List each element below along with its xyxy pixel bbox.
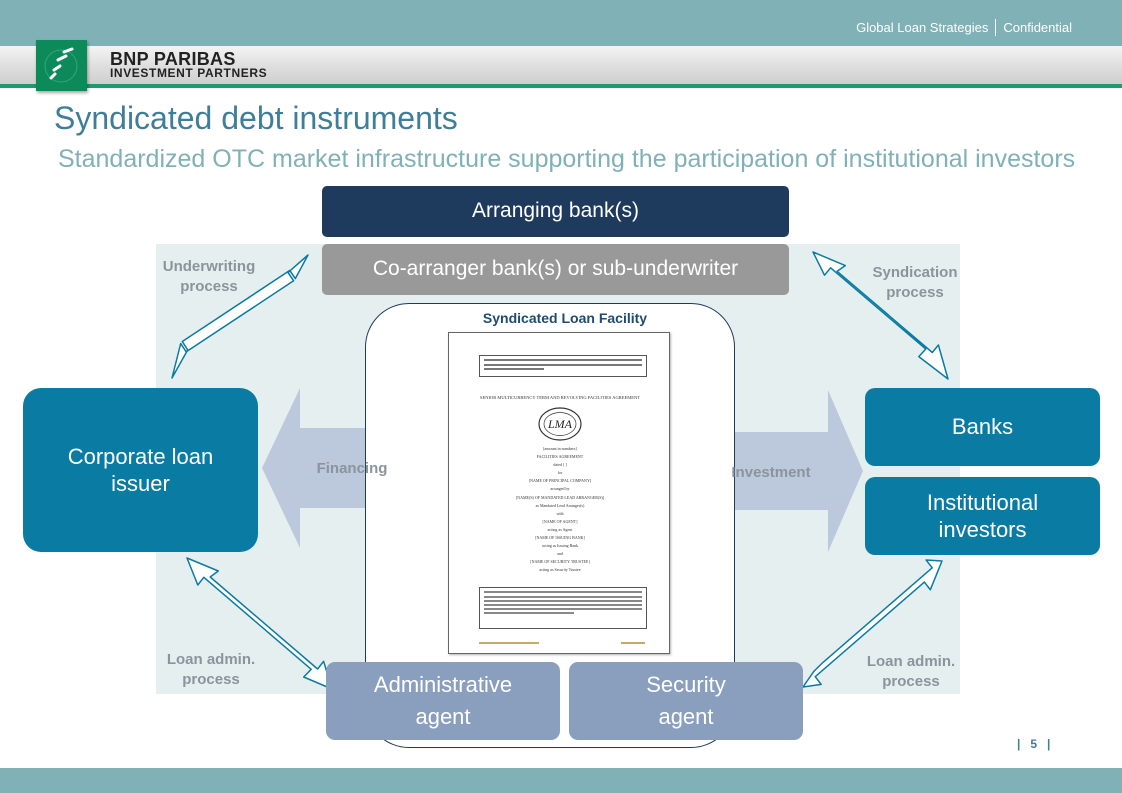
doc-line: for bbox=[557, 470, 563, 476]
header-title: Global Loan Strategies bbox=[856, 20, 989, 35]
brand-subname: INVESTMENT PARTNERS bbox=[110, 66, 268, 80]
institutional-label-line2: investors bbox=[938, 517, 1027, 542]
syndication-line1: Syndication bbox=[872, 264, 958, 281]
doc-line: [amount in numbers] bbox=[543, 446, 577, 451]
corporate-label-line2: issuer bbox=[111, 471, 170, 496]
arranging-bank-box: Arranging bank(s) bbox=[322, 186, 789, 237]
admin-label-line1: Administrative bbox=[373, 672, 513, 698]
brand-name: BNP PARIBAS bbox=[110, 49, 236, 69]
doc-line: [NAME OF ISSUING BANK] bbox=[535, 535, 585, 541]
underwriting-process-label: Underwriting process bbox=[150, 257, 268, 296]
security-label-line1: Security bbox=[646, 672, 726, 698]
doc-body: [amount in numbers] FACILITIES AGREEMENT… bbox=[459, 445, 661, 575]
doc-line: acting as Agent bbox=[547, 526, 573, 532]
doc-line: and bbox=[557, 551, 563, 557]
bottom-bar bbox=[0, 768, 1122, 793]
doc-line: [NAME OF AGENT] bbox=[542, 518, 578, 524]
loan-admin-right-line1: Loan admin. bbox=[866, 653, 956, 670]
doc-line: acting as Issuing Bank bbox=[541, 543, 579, 549]
loan-admin-left-line2: process bbox=[182, 670, 240, 688]
doc-line: [NAME(S) OF MANDATED LEAD ARRANGER(S)] bbox=[515, 494, 605, 500]
lma-seal-icon bbox=[538, 407, 582, 441]
bnp-logo-icon bbox=[36, 40, 87, 91]
header-confidential: Confidential bbox=[1003, 20, 1072, 35]
corporate-label-line1: Corporate loan bbox=[67, 443, 214, 469]
investment-label: Investment bbox=[731, 464, 811, 481]
slide-subtitle: Standardized OTC market infrastructure s… bbox=[58, 145, 1076, 173]
brand-band bbox=[0, 46, 1122, 84]
syndication-line2: process bbox=[886, 283, 944, 301]
doc-line: as Mandated Lead Arranger(s) bbox=[535, 502, 585, 508]
doc-line: acting as Security Trustee bbox=[539, 567, 581, 573]
underwriting-line2: process bbox=[180, 277, 238, 295]
syndication-arrow bbox=[812, 251, 949, 380]
doc-line: [NAME OF SECURITY TRUSTEE] bbox=[530, 559, 590, 565]
doc-line: arranged by bbox=[550, 486, 570, 492]
security-label-line2: agent bbox=[658, 704, 714, 729]
loan-admin-right-arrow bbox=[802, 559, 943, 688]
page-number-value: 5 bbox=[1030, 737, 1038, 751]
loan-admin-left-label: Loan admin. process bbox=[152, 650, 270, 689]
banks-box: Banks bbox=[865, 388, 1100, 466]
doc-bottom-box bbox=[479, 587, 647, 629]
administrative-agent-box: Administrative agent bbox=[326, 662, 560, 740]
financing-label: Financing bbox=[316, 460, 388, 477]
doc-top-box bbox=[479, 355, 647, 377]
header-info: Global Loan Strategies Confidential bbox=[856, 19, 1072, 36]
lma-seal-text: LMA bbox=[548, 417, 572, 431]
top-bar bbox=[0, 0, 1122, 46]
doc-footer-left bbox=[479, 642, 539, 644]
doc-line: [NAME OF PRINCIPAL COMPANY] bbox=[528, 478, 592, 484]
doc-line: dated [ ] bbox=[553, 462, 567, 468]
underwriting-arrow bbox=[171, 254, 309, 379]
corporate-loan-issuer-box: Corporate loan issuer bbox=[23, 388, 258, 552]
loan-admin-left-line1: Loan admin. bbox=[166, 651, 256, 668]
slide-title: Syndicated debt instruments bbox=[54, 100, 458, 136]
admin-label-line2: agent bbox=[415, 704, 471, 729]
institutional-label-line1: Institutional bbox=[926, 489, 1039, 515]
loan-admin-right-line2: process bbox=[882, 672, 940, 690]
loan-agreement-document: SENIOR MULTICURRENCY TERM AND REVOLVING … bbox=[448, 332, 670, 654]
security-agent-box: Security agent bbox=[569, 662, 803, 740]
brand-stripe bbox=[0, 84, 1122, 88]
investment-arrow bbox=[677, 390, 863, 552]
syndication-process-label: Syndication process bbox=[856, 263, 974, 302]
doc-heading: SENIOR MULTICURRENCY TERM AND REVOLVING … bbox=[479, 395, 641, 400]
page-number: |5| bbox=[1017, 737, 1051, 751]
facility-label: Syndicated Loan Facility bbox=[482, 310, 648, 326]
doc-line: FACILITIES AGREEMENT bbox=[536, 454, 584, 460]
header-separator bbox=[995, 19, 997, 36]
loan-admin-right-label: Loan admin. process bbox=[852, 652, 970, 691]
doc-line: with bbox=[556, 510, 564, 516]
underwriting-line1: Underwriting bbox=[162, 258, 256, 275]
doc-footer-right bbox=[621, 642, 645, 644]
institutional-investors-box: Institutional investors bbox=[865, 477, 1100, 555]
co-arranger-box: Co-arranger bank(s) or sub-underwriter bbox=[322, 244, 789, 295]
